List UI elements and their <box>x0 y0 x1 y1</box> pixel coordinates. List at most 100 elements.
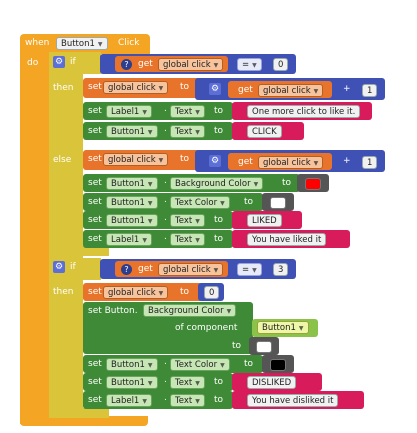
color-swatch[interactable] <box>256 341 272 353</box>
if-label: if <box>70 57 76 67</box>
property-text: Background Color <box>148 306 224 316</box>
chevron-down-icon: ▼ <box>147 181 153 188</box>
property-dropdown[interactable]: Background Color▼ <box>143 304 237 317</box>
event-component-dropdown[interactable]: Button1▼ <box>56 37 108 50</box>
property-dropdown[interactable]: Text Color▼ <box>170 196 230 209</box>
component-dropdown[interactable]: Button1▼ <box>106 358 158 371</box>
set-label: set <box>88 395 102 405</box>
color-swatch[interactable] <box>305 178 321 190</box>
property-text: Text <box>175 396 193 406</box>
property-dropdown[interactable]: Text▼ <box>170 214 205 227</box>
var-dropdown[interactable]: global click▼ <box>103 81 169 94</box>
text-field[interactable]: LIKED <box>247 214 282 227</box>
to-label: to <box>214 126 224 136</box>
number-value: 3 <box>278 265 284 275</box>
gear-icon[interactable]: ⚙ <box>209 83 221 95</box>
property-dropdown[interactable]: Text Color▼ <box>170 358 230 371</box>
var-dropdown[interactable]: global click▼ <box>258 84 324 97</box>
property-dropdown[interactable]: Text▼ <box>170 105 205 118</box>
var-name-text: global click <box>108 288 156 298</box>
property-dropdown[interactable]: Text▼ <box>170 233 205 246</box>
when-label: when <box>25 38 50 48</box>
component-text: Label1 <box>111 396 140 406</box>
if-block-2[interactable] <box>49 258 83 416</box>
number-field[interactable]: 3 <box>273 263 289 276</box>
set-label: set <box>88 154 102 164</box>
component-dropdown[interactable]: Button1▼ <box>257 321 309 334</box>
plus-operator: + <box>343 84 351 94</box>
to-label: to <box>180 82 190 92</box>
component-dropdown[interactable]: Button1▼ <box>106 196 158 209</box>
chevron-down-icon: ▼ <box>213 62 219 69</box>
to-label: to <box>214 106 224 116</box>
to-label: to <box>214 215 224 225</box>
chevron-down-icon: ▼ <box>195 129 200 136</box>
var-dropdown[interactable]: global click▼ <box>103 286 169 299</box>
var-dropdown[interactable]: global click▼ <box>103 153 169 166</box>
operator-dropdown[interactable]: =▼ <box>237 263 262 276</box>
operator-dropdown[interactable]: =▼ <box>237 58 262 71</box>
dot-label: . <box>164 232 167 242</box>
text-field[interactable]: DISLIKED <box>247 376 297 389</box>
chevron-down-icon: ▼ <box>313 88 319 95</box>
component-dropdown[interactable]: Label1▼ <box>106 394 152 407</box>
number-field[interactable]: 0 <box>273 58 289 71</box>
component-text: Button1 <box>111 198 145 208</box>
operator-text: = <box>242 265 250 275</box>
var-dropdown[interactable]: global click▼ <box>258 156 324 169</box>
chevron-down-icon: ▼ <box>147 380 153 387</box>
number-field[interactable]: 1 <box>362 84 378 97</box>
color-swatch[interactable] <box>270 359 286 371</box>
to-label: to <box>180 287 190 297</box>
text-field[interactable]: You have liked it <box>247 233 327 246</box>
component-dropdown[interactable]: Label1▼ <box>106 233 152 246</box>
plus-operator: + <box>343 156 351 166</box>
help-icon[interactable]: ? <box>121 59 132 70</box>
gear-icon[interactable]: ⚙ <box>53 56 65 68</box>
get-label: get <box>238 157 253 167</box>
dot-label: . <box>164 357 167 367</box>
chevron-down-icon: ▼ <box>147 200 153 207</box>
property-dropdown[interactable]: Text▼ <box>170 394 205 407</box>
property-dropdown[interactable]: Text▼ <box>170 125 205 138</box>
chevron-down-icon: ▼ <box>142 237 147 244</box>
chevron-down-icon: ▼ <box>97 41 103 48</box>
component-dropdown[interactable]: Button1▼ <box>106 125 158 138</box>
of-component-label: of component <box>175 323 238 333</box>
if-block-1[interactable] <box>49 52 83 258</box>
component-dropdown[interactable]: Label1▼ <box>106 105 152 118</box>
var-dropdown[interactable]: global click▼ <box>158 263 224 276</box>
set-label: set <box>88 106 102 116</box>
property-dropdown[interactable]: Text▼ <box>170 376 205 389</box>
color-swatch[interactable] <box>270 197 286 209</box>
to-label: to <box>282 178 292 188</box>
component-dropdown[interactable]: Button1▼ <box>106 177 158 190</box>
component-dropdown[interactable]: Button1▼ <box>106 214 158 227</box>
var-name-text: global click <box>108 155 156 165</box>
property-text: Text <box>175 127 193 137</box>
gear-icon[interactable]: ⚙ <box>209 155 221 167</box>
var-dropdown[interactable]: global click▼ <box>158 58 224 71</box>
if-block-1-bottom <box>49 246 109 256</box>
component-dropdown[interactable]: Button1▼ <box>106 376 158 389</box>
gear-icon[interactable]: ⚙ <box>53 261 65 273</box>
number-field[interactable]: 1 <box>362 156 378 169</box>
number-field[interactable]: 0 <box>204 286 220 299</box>
event-component-text: Button1 <box>61 39 95 49</box>
help-icon[interactable]: ? <box>121 264 132 275</box>
var-name-text: global click <box>263 86 311 96</box>
chevron-down-icon: ▼ <box>147 129 153 136</box>
var-name-text: global click <box>163 60 211 70</box>
text-field[interactable]: One more click to like it. <box>247 105 361 118</box>
chevron-down-icon: ▼ <box>142 109 147 116</box>
do-label: do <box>27 58 39 68</box>
text-field[interactable]: You have disliked it <box>247 394 339 407</box>
chevron-down-icon: ▼ <box>226 308 232 315</box>
property-text: Background Color <box>175 179 251 189</box>
text-value: CLICK <box>252 127 277 137</box>
set-label: set <box>88 178 102 188</box>
property-dropdown[interactable]: Background Color▼ <box>170 177 264 190</box>
operator-text: = <box>242 60 250 70</box>
text-field[interactable]: CLICK <box>247 125 282 138</box>
set-label: set <box>88 234 102 244</box>
